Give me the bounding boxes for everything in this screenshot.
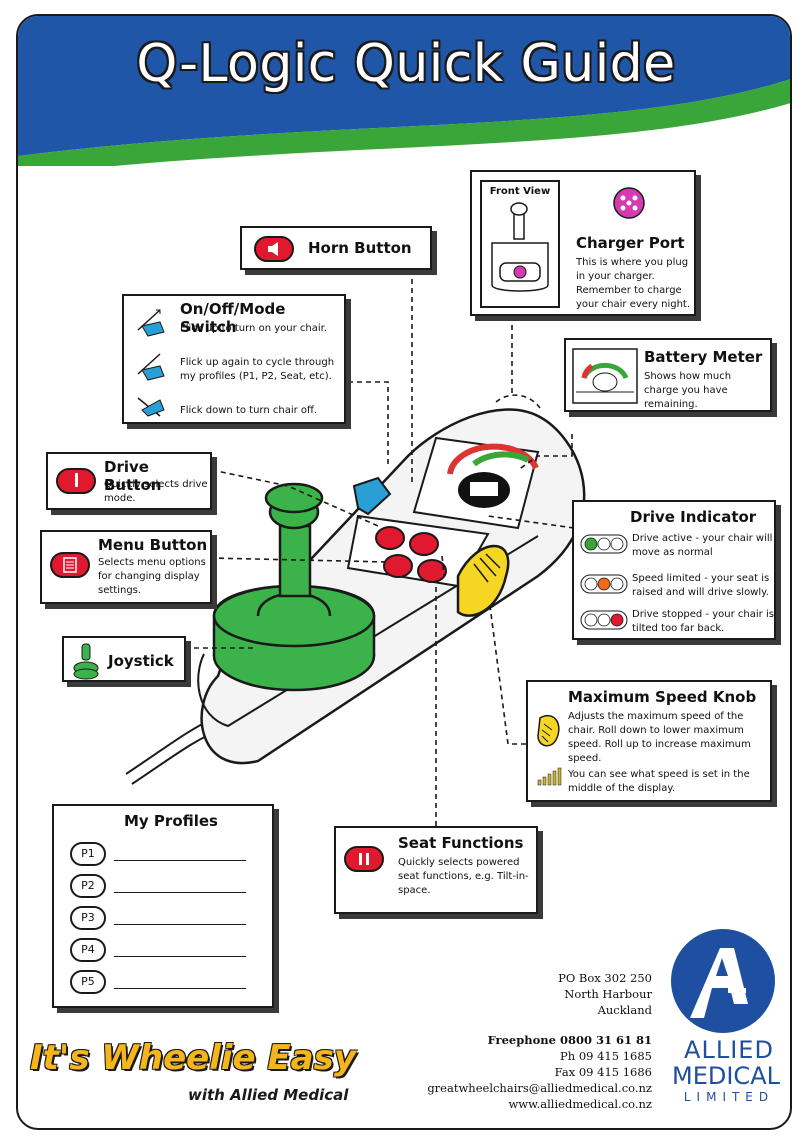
speed-level-icon: [537, 767, 562, 786]
switch-up-icon: [137, 309, 165, 337]
profile-badge: P5: [70, 970, 106, 994]
battery-description: Shows how much charge you have remaining…: [644, 371, 732, 410]
indicator-stopped-text: Drive stopped - your chair is tilted too…: [632, 609, 774, 634]
profile-write-line: [114, 892, 246, 893]
onoff-callout: On/Off/Mode Switch Flick up to turn on y…: [122, 294, 346, 424]
onoff-line1: Flick up to turn on your chair.: [180, 323, 327, 334]
seat-title: Seat Functions: [398, 834, 524, 852]
freephone: Freephone 0800 31 61 81: [487, 1033, 652, 1047]
brand-name-line3: LIMITED: [683, 1090, 775, 1104]
onoff-line3: Flick down to turn chair off.: [180, 405, 318, 416]
speed-title: Maximum Speed Knob: [568, 688, 757, 706]
profile-write-line: [114, 860, 246, 861]
horn-callout: Horn Button: [240, 226, 432, 270]
speed-description-2: You can see what speed is set in the mid…: [568, 769, 750, 794]
fax: Fax 09 415 1686: [554, 1065, 652, 1079]
website-link[interactable]: www.alliedmedical.co.nz: [508, 1097, 652, 1111]
indicator-active-text: Drive active - your chair will move as n…: [632, 533, 773, 558]
address-line: PO Box 302 250: [558, 971, 652, 985]
menu-callout: Menu Button Selects menu options for cha…: [40, 530, 212, 604]
front-view-label: Front View: [489, 186, 551, 197]
profile-badge: P4: [70, 938, 106, 962]
drive-button-icon: [56, 468, 96, 494]
seat-callout: Seat Functions Quickly selects powered s…: [334, 826, 538, 914]
front-view-panel: Front View: [480, 180, 560, 308]
controller-buttons: [375, 526, 447, 583]
indicator-limited-icon: [580, 574, 628, 594]
onoff-switch: [352, 476, 392, 516]
profile-badge: P2: [70, 874, 106, 898]
slogan: It's Wheelie Easy: [30, 1038, 356, 1078]
profiles-title: My Profiles: [124, 812, 218, 830]
address-line: North Harbour: [564, 987, 652, 1001]
seat-description: Quickly selects powered seat functions, …: [398, 857, 529, 896]
menu-description: Selects menu options for changing displa…: [98, 557, 206, 596]
horn-button-icon: [254, 236, 294, 262]
quick-guide-page: Q-Logic Quick Guide: [16, 14, 792, 1130]
controller-screen: [412, 436, 540, 530]
battery-callout: Battery Meter Shows how much charge you …: [564, 338, 772, 412]
battery-title: Battery Meter: [644, 348, 763, 366]
joystick-icon: [73, 643, 99, 680]
seat-button-icon: [344, 846, 384, 872]
speed-knob: [456, 544, 510, 617]
indicator-stopped-icon: [580, 610, 628, 630]
address-line: Auckland: [597, 1003, 652, 1017]
battery-display-icon: [572, 348, 638, 404]
charger-title: Charger Port: [576, 234, 685, 252]
indicator-active-icon: [580, 534, 628, 554]
joystick-title: Joystick: [108, 652, 174, 670]
allied-medical-logo-icon: [671, 929, 775, 1033]
charger-description: This is where you plug in your charger. …: [576, 257, 691, 310]
slogan-subline: with Allied Medical: [188, 1086, 349, 1104]
phone: Ph 09 415 1685: [560, 1049, 652, 1063]
profile-badge: P1: [70, 842, 106, 866]
speed-description: Adjusts the maximum speed of the chair. …: [568, 711, 751, 764]
horn-title: Horn Button: [308, 239, 412, 257]
speed-knob-callout: Maximum Speed Knob Adjusts the maximum s…: [526, 680, 772, 802]
joystick-callout: Joystick: [62, 636, 186, 682]
brand-name-line1: ALLIED: [684, 1036, 774, 1064]
charger-callout: Front View Charger Port This is where yo…: [470, 170, 696, 316]
charger-socket-icon: [613, 187, 645, 219]
profile-write-line: [114, 956, 246, 957]
profile-write-line: [114, 988, 246, 989]
speed-knob-icon: [537, 715, 560, 747]
indicator-limited-text: Speed limited - your seat is raised and …: [632, 573, 770, 598]
menu-button-icon: [50, 552, 90, 578]
profiles-callout: My Profiles P1 P2 P3 P4 P5: [52, 804, 274, 1008]
menu-title: Menu Button: [98, 536, 208, 554]
drive-indicator-callout: Drive Indicator Drive active - your chai…: [572, 500, 776, 640]
onoff-line2: Flick up again to cycle through my profi…: [180, 357, 335, 382]
title-banner: [18, 16, 790, 166]
profile-write-line: [114, 924, 246, 925]
switch-cycle-icon: [137, 353, 165, 381]
charger-front-illustration: [491, 202, 549, 292]
controller-diagram: [104, 270, 586, 826]
drive-description: Quickly selects drive mode.: [104, 479, 208, 504]
switch-down-icon: [137, 397, 165, 417]
email-link[interactable]: greatwheelchairs@alliedmedical.co.nz: [427, 1081, 652, 1095]
drive-callout: Drive Button Quickly selects drive mode.: [46, 452, 212, 510]
joystick: [212, 482, 376, 692]
contact-block: PO Box 302 250 North Harbour Auckland Fr…: [398, 970, 652, 1112]
drive-title: Drive Button: [104, 458, 162, 494]
profile-badge: P3: [70, 906, 106, 930]
brand-name-line2: MEDICAL: [672, 1062, 780, 1090]
onoff-title: On/Off/Mode Switch: [180, 300, 286, 336]
indicator-title: Drive Indicator: [630, 508, 757, 526]
page-title: Q-Logic Quick Guide: [136, 34, 676, 94]
